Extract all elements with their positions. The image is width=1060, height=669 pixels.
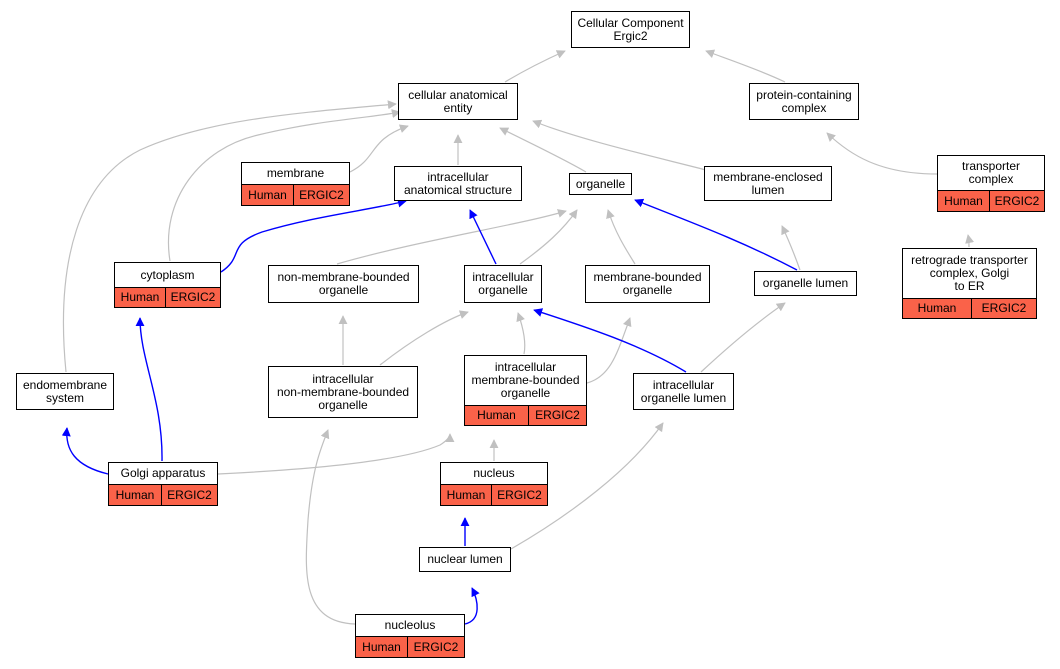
edge-es-to-cae bbox=[62, 100, 397, 373]
gene-label: ERGIC2 bbox=[167, 487, 212, 502]
edge-golgi-to-cytoplasm bbox=[135, 317, 163, 462]
node-title: Cellular Component Ergic2 bbox=[577, 15, 684, 43]
node-title: nuclear lumen bbox=[427, 552, 503, 566]
species-label: Human bbox=[242, 185, 294, 205]
edge-pcc-to-root bbox=[705, 49, 786, 83]
node-organelle[interactable]: organelle bbox=[569, 173, 632, 195]
node-title: Golgi apparatus bbox=[120, 466, 206, 480]
node-title: membrane-bounded organelle bbox=[593, 270, 702, 297]
node-nl[interactable]: nuclear lumen bbox=[419, 547, 511, 572]
node-root[interactable]: Cellular Component Ergic2 bbox=[571, 11, 690, 48]
node-title: organelle lumen bbox=[762, 276, 849, 290]
edge-cytoplasm-to-cae bbox=[168, 109, 401, 262]
node-title: intracellular anatomical structure bbox=[403, 169, 513, 197]
node-mbo[interactable]: membrane-bounded organelle bbox=[585, 265, 710, 303]
species-gene-row: Human ERGIC2 bbox=[903, 298, 1036, 318]
node-title: nucleolus bbox=[384, 618, 436, 632]
edge-tc-to-pcc bbox=[826, 132, 938, 175]
node-ol[interactable]: organelle lumen bbox=[754, 271, 857, 296]
node-iol[interactable]: intracellular organelle lumen bbox=[633, 373, 734, 410]
edge-cae-to-root bbox=[504, 50, 566, 83]
species-gene-row: Human ERGIC2 bbox=[441, 484, 547, 505]
node-es[interactable]: endomembrane system bbox=[16, 373, 114, 410]
edge-iol-to-io bbox=[533, 308, 687, 373]
edge-nucleolus-to-inmbo bbox=[305, 429, 356, 625]
edge-rtc-to-tc bbox=[965, 234, 975, 248]
edge-ol-to-organelle bbox=[634, 198, 798, 271]
gene-label: ERGIC2 bbox=[170, 290, 216, 304]
edge-mbo-to-organelle bbox=[606, 209, 636, 265]
edge-imbo-to-io bbox=[516, 312, 526, 355]
edge-organelle-to-cae bbox=[499, 127, 587, 173]
node-title: intracellular organelle lumen bbox=[640, 377, 727, 405]
species-gene-row: Human ERGIC2 bbox=[115, 287, 220, 307]
node-rtc[interactable]: retrograde transporter complex, Golgi to… bbox=[902, 248, 1037, 319]
node-mel[interactable]: membrane-enclosed lumen bbox=[704, 166, 832, 201]
edge-imbo-to-mbo bbox=[586, 317, 632, 384]
gene-label: ERGIC2 bbox=[994, 193, 1040, 208]
node-inmbo[interactable]: intracellular non-membrane-bounded organ… bbox=[268, 366, 418, 418]
edge-nucleolus-to-nl bbox=[464, 587, 480, 625]
species-label: Human bbox=[465, 406, 529, 425]
species-gene-row: Human ERGIC2 bbox=[109, 484, 217, 505]
edge-mel-to-cae bbox=[532, 119, 707, 171]
node-title: organelle bbox=[575, 176, 626, 191]
species-label: Human bbox=[441, 485, 492, 505]
edge-inmbo-to-io bbox=[379, 310, 469, 366]
node-pcc[interactable]: protein-containing complex bbox=[749, 83, 859, 120]
edge-iol-to-ol bbox=[700, 302, 786, 373]
node-title: membrane-enclosed lumen bbox=[713, 169, 823, 197]
node-title: transporter complex bbox=[961, 159, 1021, 186]
node-title: cytoplasm bbox=[140, 267, 195, 282]
species-gene-row: Human ERGIC2 bbox=[356, 636, 464, 657]
edge-nmbo-to-organelle bbox=[336, 209, 567, 265]
species-gene-row: Human ERGIC2 bbox=[465, 405, 586, 425]
node-cae[interactable]: cellular anatomical entity bbox=[398, 83, 518, 120]
edge-ol-to-mel bbox=[781, 225, 801, 271]
edge-golgi-to-imbo bbox=[217, 433, 455, 475]
species-label: Human bbox=[356, 637, 408, 657]
node-io[interactable]: intracellular organelle bbox=[464, 265, 542, 303]
gene-label: ERGIC2 bbox=[981, 301, 1027, 315]
gene-label: ERGIC2 bbox=[299, 187, 344, 202]
species-label: Human bbox=[903, 299, 972, 318]
node-nmbo[interactable]: non-membrane-bounded organelle bbox=[268, 265, 419, 303]
edge-io-to-ias bbox=[469, 209, 497, 265]
node-title: intracellular non-membrane-bounded organ… bbox=[276, 371, 410, 412]
edge-golgi-to-es bbox=[61, 427, 109, 475]
species-gene-row: Human ERGIC2 bbox=[242, 184, 349, 205]
node-title: protein-containing complex bbox=[756, 87, 852, 115]
edge-nl-to-iol bbox=[510, 422, 664, 550]
species-label: Human bbox=[938, 191, 990, 211]
node-title: intracellular membrane-bounded organelle bbox=[471, 360, 580, 400]
node-title: nucleus bbox=[473, 466, 515, 480]
node-title: retrograde transporter complex, Golgi to… bbox=[911, 253, 1028, 293]
edge-cytoplasm-to-ias bbox=[220, 198, 407, 273]
gene-label: ERGIC2 bbox=[413, 639, 459, 654]
gene-label: ERGIC2 bbox=[535, 408, 580, 422]
species-label: Human bbox=[109, 485, 162, 505]
node-title: membrane bbox=[266, 166, 325, 180]
gene-label: ERGIC2 bbox=[497, 487, 542, 502]
node-title: cellular anatomical entity bbox=[408, 87, 508, 115]
node-title: non-membrane-bounded organelle bbox=[277, 270, 410, 297]
edge-io-to-organelle bbox=[519, 209, 578, 265]
node-ias[interactable]: intracellular anatomical structure bbox=[394, 166, 522, 201]
species-label: Human bbox=[115, 288, 166, 307]
node-imbo[interactable]: intracellular membrane-bounded organelle… bbox=[464, 355, 587, 426]
edge-membrane-to-cae bbox=[349, 124, 409, 173]
node-title: endomembrane system bbox=[22, 377, 108, 405]
node-title: intracellular organelle bbox=[472, 270, 534, 297]
species-gene-row: Human ERGIC2 bbox=[938, 190, 1044, 211]
